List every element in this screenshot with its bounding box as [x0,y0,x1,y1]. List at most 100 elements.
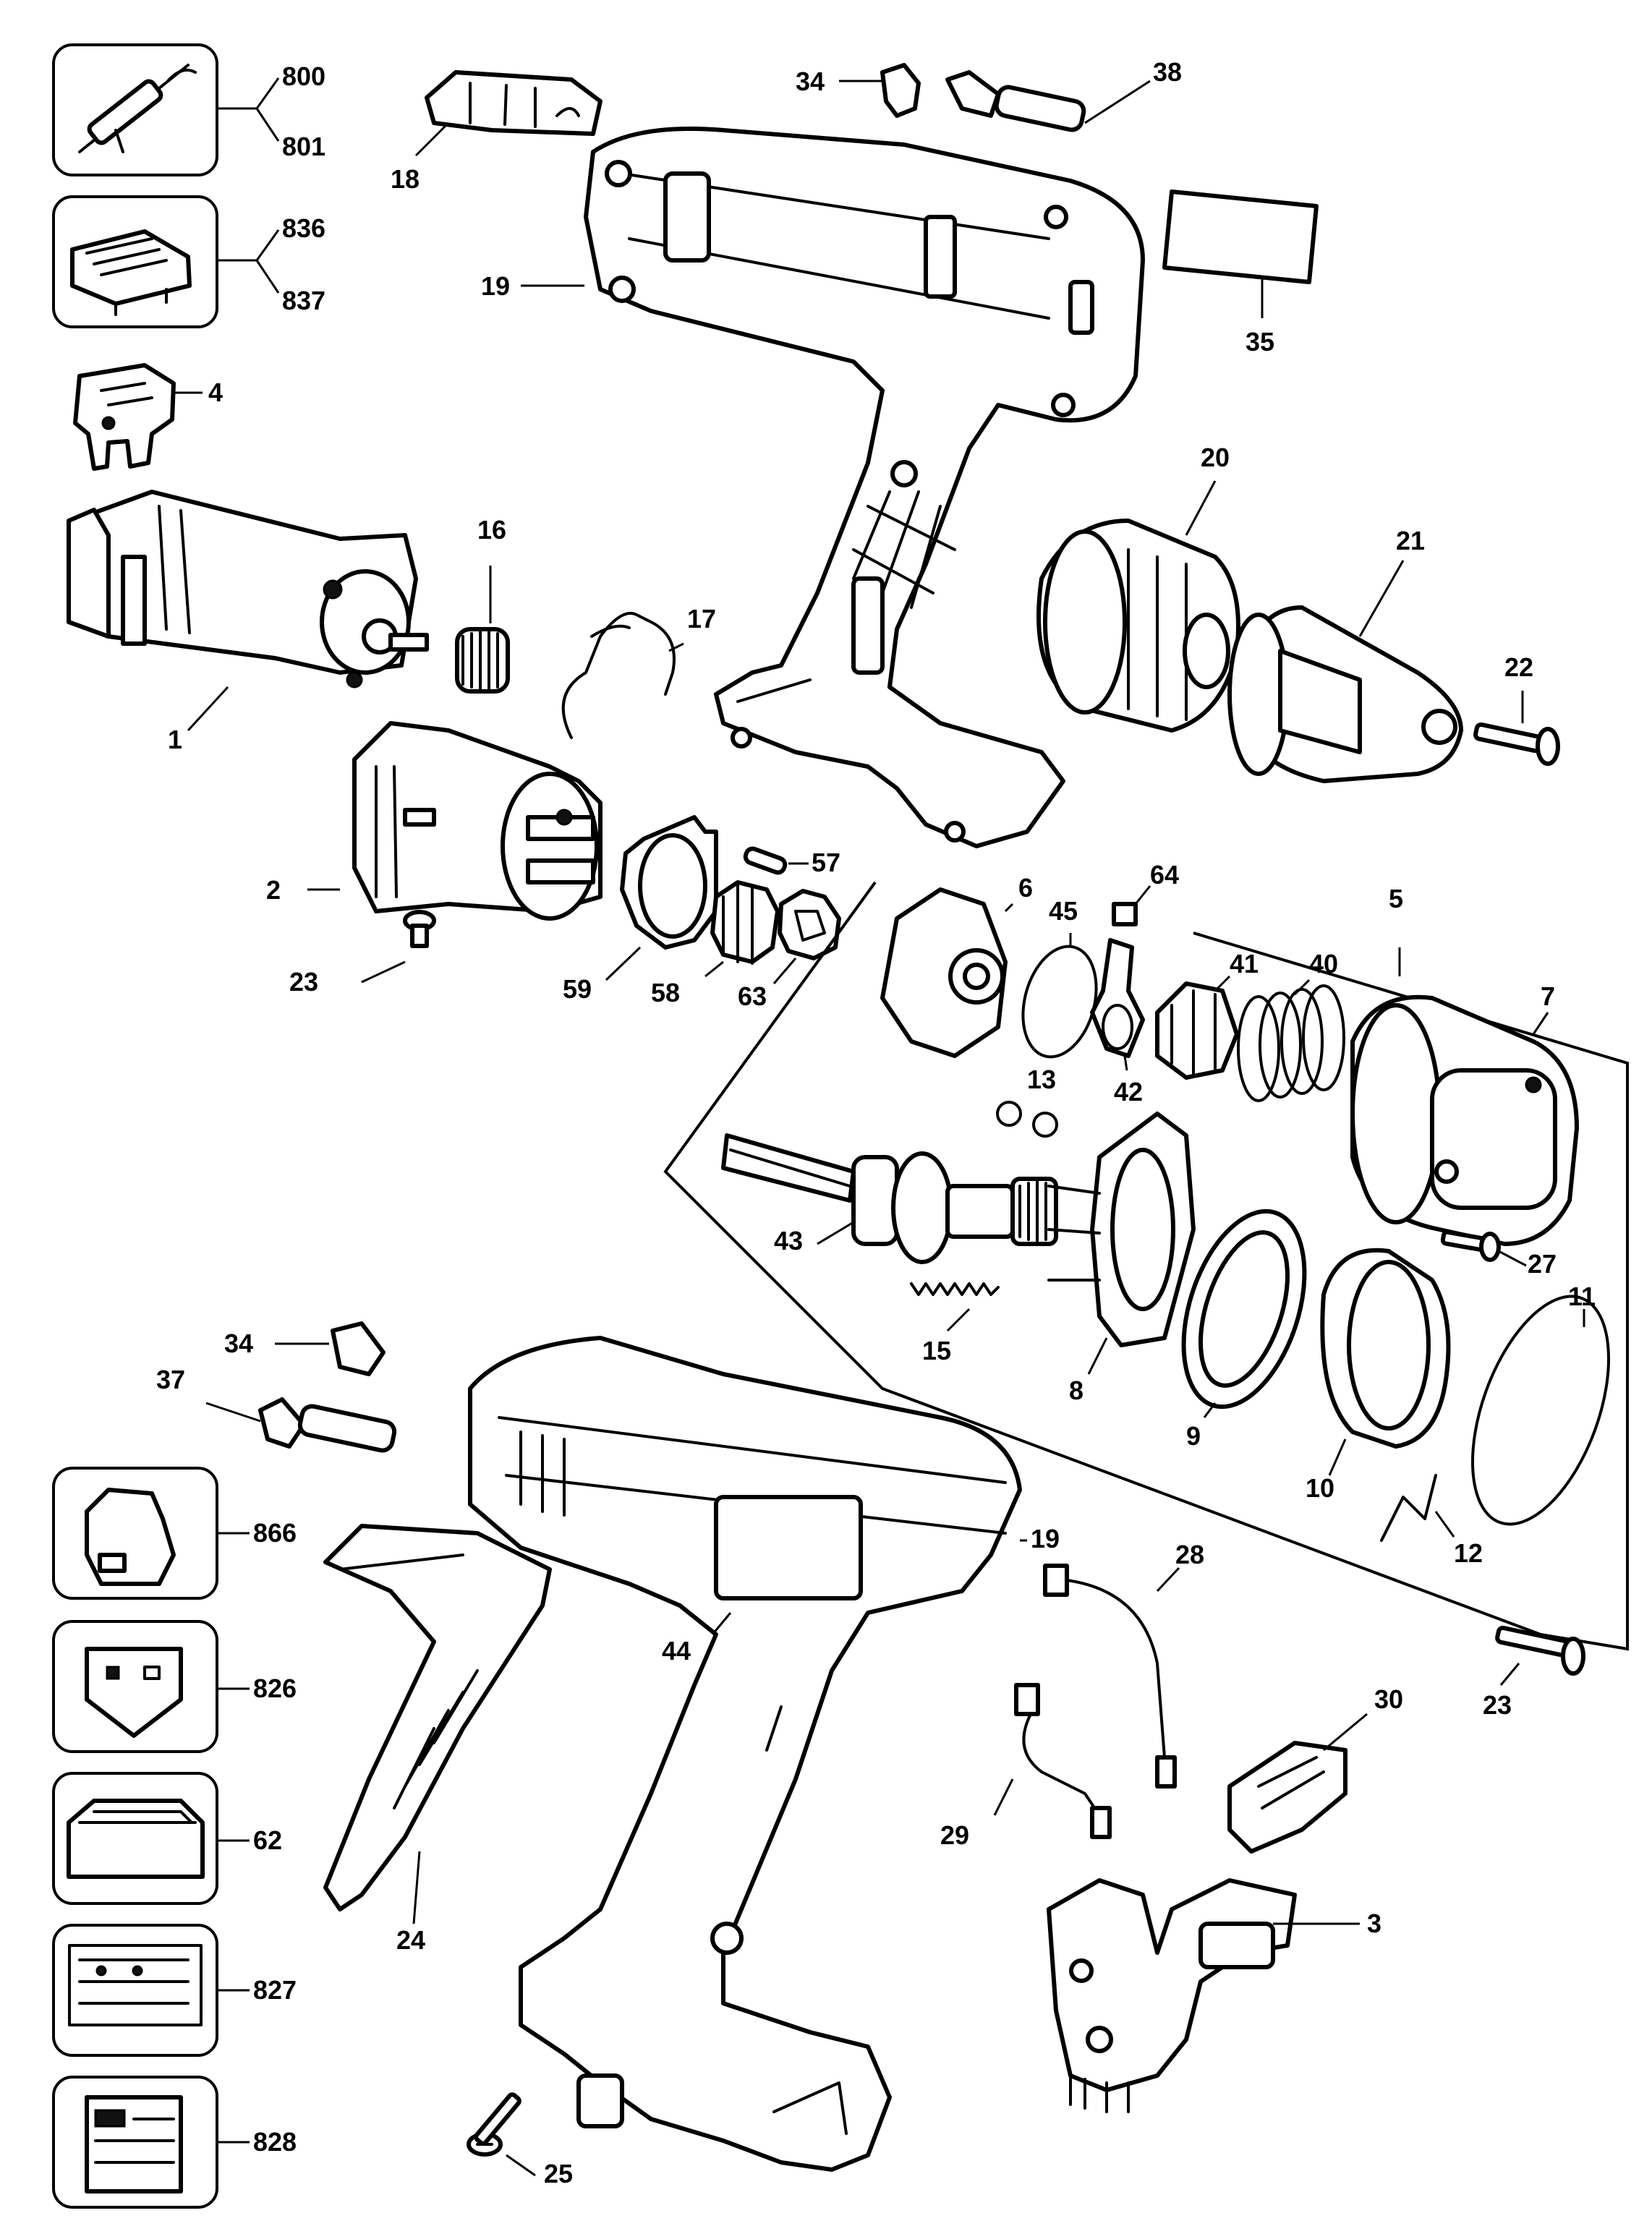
part-10-adjust-ring [1320,1248,1451,1449]
part-13-ball-a [996,1101,1022,1127]
label-45: 45 [1049,896,1078,926]
label-37: 37 [156,1365,185,1394]
label-826: 826 [253,1674,297,1703]
part-12-wire-clip [1380,1474,1437,1542]
part-1-motor [67,490,429,688]
label-20: 20 [1201,443,1230,472]
label-62: 62 [253,1825,282,1855]
part-15-spring [910,1282,1000,1296]
label-828: 828 [253,2127,297,2157]
label-63: 63 [738,981,767,1011]
part-20-collar [1036,519,1240,733]
label-28: 28 [1175,1540,1204,1569]
part-63-nut [778,889,841,960]
part-6-clutch-housing [880,887,1008,1058]
label-44: 44 [662,1636,691,1666]
label-13: 13 [1027,1065,1056,1094]
label-866: 866 [253,1518,297,1548]
label-800: 800 [282,61,325,91]
label-43: 43 [774,1226,803,1255]
label-24: 24 [396,1925,425,1955]
label-9: 9 [1186,1421,1201,1451]
label-34-b: 34 [224,1329,253,1358]
part-17-spring-clip [561,612,676,739]
part-40-spring [1237,984,1345,1102]
label-22: 22 [1504,652,1533,682]
part-45-ring [1021,945,1098,1059]
label-2: 2 [266,875,281,905]
part-34-clip-b [331,1321,386,1376]
label-58: 58 [651,978,680,1007]
label-38: 38 [1153,57,1182,87]
label-59: 59 [563,974,592,1004]
part-11-retaining-ring [1470,1295,1611,1526]
label-15: 15 [922,1336,951,1365]
part-25-screw [467,2092,521,2157]
part-43-spindle [721,1133,1058,1264]
part-16-pinion-gear [455,627,510,694]
part-57-pin [743,846,788,875]
label-23-b: 23 [1483,1690,1512,1720]
part-19-housing-lower [468,1336,1022,2172]
part-21-chuck [1227,605,1463,783]
accessory-box-827 [52,1924,218,2057]
part-34-clip-a [880,63,921,118]
label-4: 4 [208,378,223,407]
part-64-block [1112,902,1138,926]
part-18-cover [425,70,603,136]
accessory-box-866 [52,1467,218,1600]
part-30-switch-slider [1227,1741,1347,1854]
accessory-box-826 [52,1620,218,1753]
label-34-a: 34 [796,67,825,96]
label-35: 35 [1246,327,1274,357]
part-58-planet-carrier [710,880,780,965]
part-4-brush-clip [73,363,176,471]
label-40: 40 [1309,949,1338,979]
label-8: 8 [1069,1376,1083,1405]
label-6: 6 [1018,873,1033,903]
label-3: 3 [1367,1909,1381,1938]
part-23-screw-b [1495,1625,1585,1676]
label-23-a: 23 [289,967,318,997]
part-13-ball-b [1032,1112,1058,1138]
part-8-clutch-plate [1047,1112,1196,1347]
part-24-grip [323,1524,552,1911]
accessory-box-836-837 [52,195,218,328]
part-22-screw [1473,722,1560,766]
label-18: 18 [391,164,420,194]
label-5: 5 [1389,884,1403,913]
label-827: 827 [253,1975,297,2005]
label-837: 837 [282,286,325,315]
part-27-screw [1440,1229,1501,1262]
label-27: 27 [1528,1249,1557,1279]
part-23-screw-a [403,910,436,948]
accessory-box-62 [52,1772,218,1905]
label-16: 16 [477,515,506,545]
label-29: 29 [940,1820,969,1850]
part-35-label-plate [1162,189,1319,284]
label-1: 1 [168,725,182,754]
label-801: 801 [282,132,325,161]
accessory-box-828 [52,2076,218,2209]
part-29-wire [1014,1683,1112,1839]
part-37-bit [258,1397,397,1453]
label-25: 25 [544,2159,573,2188]
label-19-a: 19 [481,271,510,301]
part-41-cam [1155,981,1239,1080]
label-19-b: 19 [1031,1524,1060,1553]
label-836: 836 [282,213,325,243]
part-7-gear-housing [1350,994,1579,1246]
label-12: 12 [1454,1538,1483,1568]
part-28-wire [1043,1564,1177,1789]
part-3-trigger-switch [1047,1878,1297,2113]
label-21: 21 [1396,526,1425,555]
part-2-gearbox [352,721,603,921]
label-42: 42 [1114,1077,1143,1107]
part-19-housing-upper [584,127,1145,848]
accessory-box-800-801 [52,43,218,176]
label-11: 11 [1568,1282,1596,1311]
label-30: 30 [1374,1684,1403,1714]
part-42-lever [1090,938,1145,1058]
label-7: 7 [1541,981,1555,1011]
